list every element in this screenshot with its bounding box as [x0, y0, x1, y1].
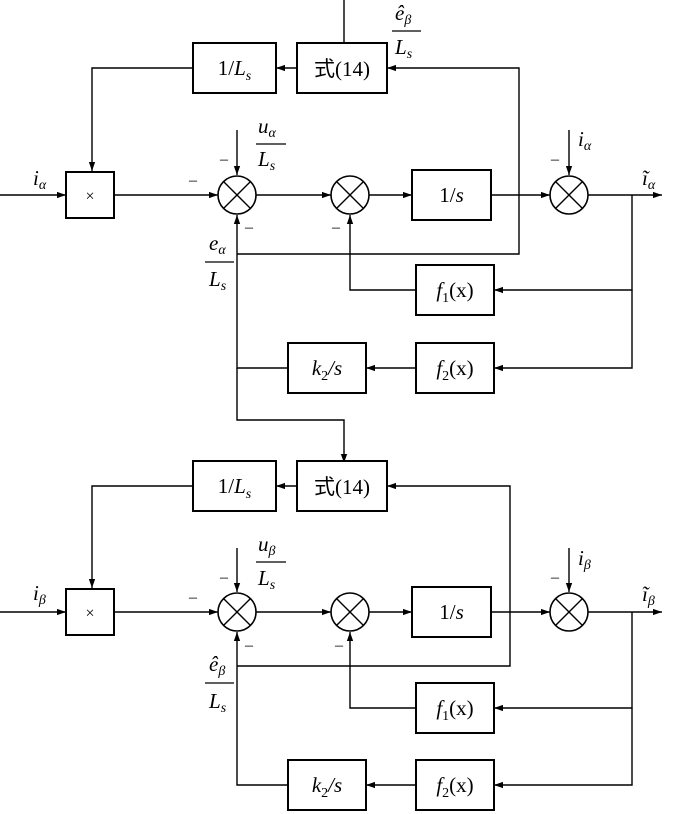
input-label-top: iα: [33, 166, 47, 193]
minus-sign: –: [188, 172, 198, 189]
wire-bottom-k2-to-sum1: [233, 632, 288, 786]
minus-sign: –: [550, 569, 560, 586]
svg-text:uβ: uβ: [258, 532, 276, 559]
svg-text:f2(x): f2(x): [436, 356, 473, 384]
f2-block-bottom: f2(x): [415, 759, 495, 811]
measured-current-label-top: iα: [578, 127, 592, 154]
wire-top-err-to-f2: [494, 290, 633, 372]
minus-sign: –: [550, 151, 560, 168]
ehat-beta-fraction-bottom: êβ Ls: [205, 652, 234, 716]
multiplier-block-bottom: ×: [65, 588, 115, 636]
wire-top-invls-to-mult: [88, 67, 193, 171]
svg-text:×: ×: [85, 605, 94, 622]
svg-text:Ls: Ls: [257, 566, 276, 593]
wire-top-to-bottom-eq14: [236, 368, 348, 463]
svg-text:Ls: Ls: [257, 147, 276, 174]
inv-ls-block-top: 1/Ls: [192, 42, 277, 94]
e-alpha-fraction: eα Ls: [205, 231, 234, 294]
svg-text:Ls: Ls: [208, 267, 227, 294]
input-label-bottom: iβ: [33, 581, 46, 608]
integrator-block-bottom: 1/s: [411, 586, 492, 638]
measured-current-label-bottom: iβ: [578, 546, 591, 573]
svg-text:f1(x): f1(x): [436, 696, 473, 724]
k2-block-top: k2/s: [287, 342, 367, 394]
summing-junction-top-1: [217, 175, 257, 215]
ehat-beta-fraction-top: êβ Ls: [392, 1, 421, 62]
multiplier-block-top: ×: [65, 171, 115, 219]
svg-text:f1(x): f1(x): [436, 278, 473, 306]
wire-bottom-err-to-f2: [494, 708, 633, 789]
beta-subsystem: 1/Ls 式(14) × 1/s f1(x) f2(x) k2/s: [0, 460, 662, 811]
summing-junction-bottom-2: [330, 592, 370, 632]
svg-text:eα: eα: [209, 231, 226, 258]
wire-bottom-invls-to-mult: [88, 485, 193, 588]
minus-sign: –: [219, 151, 229, 168]
minus-sign: –: [331, 219, 341, 236]
svg-text:k2/s: k2/s: [312, 773, 342, 801]
summing-junction-top-2: [330, 175, 370, 215]
alpha-subsystem: 1/Ls 式(14) × 1/s f1(x) f2(x) k2/s: [0, 0, 662, 463]
minus-sign: –: [244, 219, 254, 236]
svg-text:式(14): 式(14): [314, 475, 370, 499]
minus-sign: –: [244, 637, 254, 654]
f1-block-top: f1(x): [415, 264, 495, 316]
wire-bottom-f1-to-sum2: [346, 632, 416, 709]
minus-sign: –: [188, 589, 198, 606]
integrator-block-top: 1/s: [411, 169, 492, 221]
svg-text:1/s: 1/s: [439, 183, 464, 207]
inv-ls-block-bottom: 1/Ls: [192, 460, 277, 512]
eq14-block-top: 式(14): [296, 42, 388, 94]
summing-junction-top-3: [549, 175, 589, 215]
minus-sign: –: [334, 637, 344, 654]
svg-text:1/Ls: 1/Ls: [218, 474, 252, 502]
output-label-bottom: ĩβ: [642, 582, 655, 609]
summing-junction-bottom-3: [549, 592, 589, 632]
svg-text:uα: uα: [258, 114, 277, 141]
u-alpha-fraction: uα Ls: [256, 114, 286, 174]
wire-top-f1-to-sum2: [346, 215, 416, 291]
svg-text:1/s: 1/s: [439, 600, 464, 624]
svg-text:êβ: êβ: [395, 1, 411, 28]
svg-text:f2(x): f2(x): [436, 773, 473, 801]
svg-text:×: ×: [85, 188, 94, 205]
u-beta-fraction: uβ Ls: [256, 532, 286, 593]
svg-text:Ls: Ls: [394, 35, 413, 62]
svg-text:Ls: Ls: [208, 689, 227, 716]
eq14-block-bottom: 式(14): [296, 460, 388, 512]
output-label-top: ĩα: [642, 166, 656, 193]
f2-block-top: f2(x): [415, 342, 495, 394]
svg-text:k2/s: k2/s: [312, 356, 342, 384]
svg-text:1/Ls: 1/Ls: [218, 56, 252, 84]
svg-text:式(14): 式(14): [314, 57, 370, 81]
f1-block-bottom: f1(x): [415, 682, 495, 734]
wire-top-k2-to-sum1: [233, 215, 288, 369]
wire-top-e-to-eq14: [237, 64, 520, 255]
summing-junction-bottom-1: [217, 592, 257, 632]
minus-sign: –: [219, 569, 229, 586]
wire-bottom-e-to-eq14: [237, 482, 511, 667]
k2-block-bottom: k2/s: [287, 759, 367, 811]
svg-text:êβ: êβ: [209, 652, 225, 679]
